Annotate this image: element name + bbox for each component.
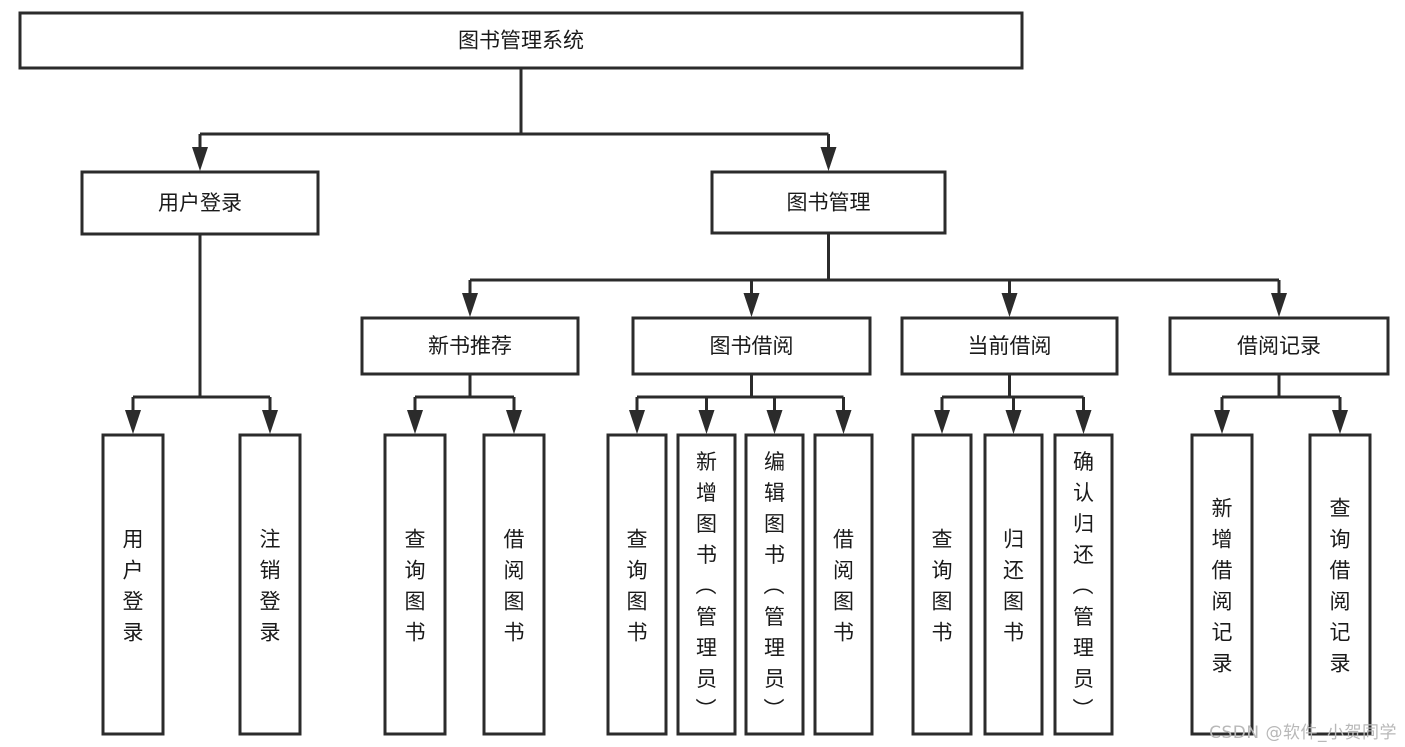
node-label-book-manage: 图书管理: [787, 191, 871, 215]
node-box-leaf-user-logout[interactable]: [238, 433, 302, 736]
node-label-leaf-user-logout: 注销登录: [260, 528, 281, 645]
node-label-user-login: 用户登录: [158, 191, 242, 215]
node-box-leaf-add-record[interactable]: [1190, 433, 1254, 736]
node-label-book-borrow: 图书借阅: [710, 334, 794, 358]
node-box-leaf-confirm-return[interactable]: [1053, 433, 1114, 736]
node-box-book-manage[interactable]: [710, 170, 947, 235]
node-label-leaf-add-book: 新增图书（管理员）: [696, 450, 718, 722]
node-label-leaf-borrow-book-2: 借阅图书: [833, 528, 854, 645]
node-box-leaf-query-book-1[interactable]: [383, 433, 447, 736]
node-label-leaf-query-book-2: 查询图书: [627, 528, 648, 645]
node-box-root[interactable]: [18, 11, 1024, 70]
node-box-user-login[interactable]: [80, 170, 320, 236]
node-label-borrow-record: 借阅记录: [1237, 334, 1321, 358]
node-label-new-book-recommend: 新书推荐: [428, 334, 512, 358]
watermark-text: CSDN @软件_小贺同学: [1209, 723, 1397, 743]
node-label-leaf-query-book-3: 查询图书: [932, 528, 953, 645]
node-label-leaf-edit-book: 编辑图书（管理员）: [764, 450, 786, 722]
node-label-leaf-return-book: 归还图书: [1003, 528, 1024, 645]
node-box-new-book-recommend[interactable]: [360, 316, 580, 376]
node-label-leaf-add-record: 新增借阅记录: [1212, 497, 1233, 676]
node-label-current-borrow: 当前借阅: [968, 334, 1052, 358]
node-box-leaf-edit-book[interactable]: [744, 433, 805, 736]
node-box-leaf-borrow-book-2[interactable]: [813, 433, 874, 736]
node-box-leaf-query-book-2[interactable]: [606, 433, 668, 736]
node-label-leaf-borrow-book-1: 借阅图书: [504, 528, 525, 645]
node-box-leaf-query-record[interactable]: [1308, 433, 1372, 736]
node-box-borrow-record[interactable]: [1168, 316, 1390, 376]
node-label-leaf-query-book-1: 查询图书: [405, 528, 426, 645]
node-label-leaf-confirm-return: 确认归还（管理员）: [1073, 450, 1095, 722]
node-box-current-borrow[interactable]: [900, 316, 1119, 376]
node-box-book-borrow[interactable]: [631, 316, 872, 376]
node-box-leaf-query-book-3[interactable]: [911, 433, 973, 736]
node-box-leaf-add-book[interactable]: [676, 433, 737, 736]
node-label-leaf-query-record: 查询借阅记录: [1330, 497, 1351, 676]
node-box-leaf-user-login[interactable]: [101, 433, 165, 736]
node-label-leaf-user-login: 用户登录: [123, 528, 144, 645]
node-box-leaf-return-book[interactable]: [983, 433, 1044, 736]
node-box-leaf-borrow-book-1[interactable]: [482, 433, 546, 736]
node-label-root: 图书管理系统: [458, 29, 584, 53]
